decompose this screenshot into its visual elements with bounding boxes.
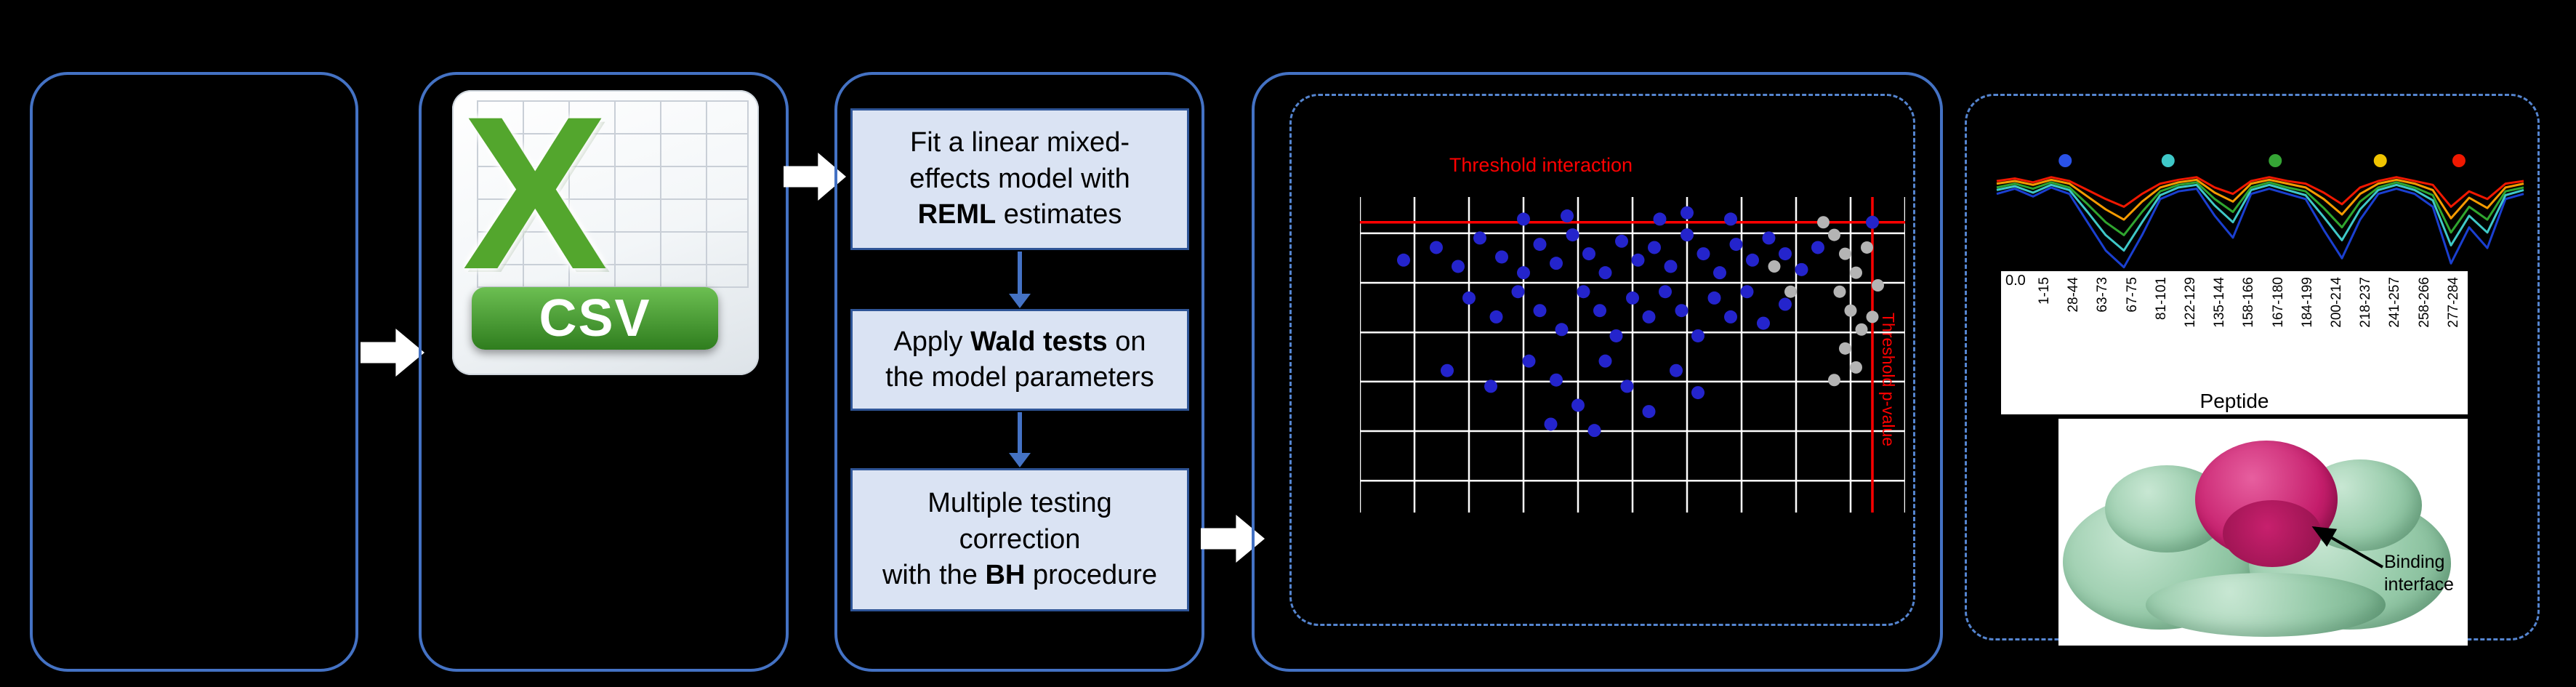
arrow-stem: [1018, 252, 1022, 294]
peptide-tick-labels: 1-15 28-44 63-73 67-75 81-101 122-129 135-144 1…: [2037, 277, 2461, 386]
peptide-tick-label: 241-257: [2387, 277, 2403, 328]
arrow-head: [1009, 294, 1031, 308]
flow-box-text-pre: Apply: [893, 326, 971, 357]
csv-banner: CSV: [472, 287, 718, 350]
peptide-tick-label: 158-166: [2241, 277, 2257, 328]
flow-box-text: Fit a linear mixed- effects model with R…: [909, 125, 1130, 233]
peptide-tick-label: 200-214: [2329, 277, 2345, 328]
flow-box-bh: Multiple testing correction with the BH …: [850, 468, 1189, 611]
peptide-tick-label: 258-266: [2416, 277, 2432, 328]
peptide-tick-label: 167-180: [2270, 277, 2286, 328]
x-axis-label: Peptide: [2199, 390, 2269, 412]
flow-box-text-bold: REML: [917, 199, 997, 230]
arrow-right-1: [361, 329, 424, 377]
uptake-line-chart: [1996, 154, 2524, 269]
flow-arrow-down-2: [1009, 412, 1031, 467]
flow-box-text-bold: BH: [985, 560, 1026, 591]
binding-interface-shade: [2223, 500, 2322, 567]
scatter-title: Threshold interaction: [1449, 154, 1633, 176]
binding-interface-label: Binding interface: [2384, 551, 2454, 597]
csv-page: X CSV: [452, 71, 759, 375]
flow-box-reml: Fit a linear mixed- effects model with R…: [850, 108, 1189, 250]
peptide-tick-label: 218-237: [2358, 277, 2374, 328]
flow-box-text: Apply Wald tests on the model parameters: [885, 324, 1154, 396]
flow-box-text: Multiple testing correction with the BH …: [882, 486, 1157, 593]
peptide-tick-label: 277-284: [2445, 277, 2461, 328]
y-axis-tick: 0.0: [2005, 273, 2026, 289]
peptide-tick-label: 1-15: [2037, 277, 2052, 305]
protein-lobe-bottom: [2146, 573, 2386, 637]
panel-results: [1252, 72, 1943, 672]
spreadsheet-grid: [477, 100, 749, 288]
flow-box-text-bold: Wald tests: [970, 326, 1108, 357]
excel-x-glyph: X: [462, 71, 608, 315]
peptide-tick-label: 135-144: [2212, 277, 2228, 328]
protein-structure-image: Binding interface: [2058, 419, 2468, 646]
flow-box-wald: Apply Wald tests on the model parameters: [850, 309, 1189, 411]
binding-interface-label-line1: Binding: [2384, 552, 2445, 572]
peptide-tick-label: 67-75: [2124, 277, 2140, 313]
arrow-stem: [1018, 412, 1022, 453]
binding-interface-arrow: [2311, 526, 2383, 569]
csv-file-icon: X CSV: [452, 71, 759, 375]
flow-box-text-pre: Fit a linear mixed- effects model with: [909, 127, 1130, 194]
dashed-box-volcano: [1289, 94, 1915, 626]
panel-csv: [419, 72, 789, 672]
peptide-tick-label: 63-73: [2095, 277, 2111, 313]
peptide-tick-label: 122-129: [2183, 277, 2199, 328]
peptide-axis-area: 0.0 1-15 28-44 63-73 67-75 81-101 122-129 135-…: [2001, 271, 2468, 414]
flow-arrow-down-1: [1009, 252, 1031, 308]
flow-box-text-post: estimates: [996, 199, 1122, 230]
scatter-plot: [1360, 197, 1905, 513]
flow-box-text-pre: Multiple testing correction with the: [882, 488, 1112, 591]
flow-box-text-post: on the model parameters: [885, 326, 1154, 393]
arrow-head: [1009, 453, 1031, 467]
binding-interface-label-line2: interface: [2384, 574, 2454, 595]
panel-input: [30, 72, 358, 672]
peptide-tick-label: 184-199: [2299, 277, 2315, 328]
flow-box-text-post: procedure: [1025, 560, 1158, 591]
scatter-side-label: Threshold p-value: [1879, 313, 1898, 447]
peptide-tick-label: 81-101: [2153, 277, 2169, 321]
peptide-tick-label: 28-44: [2066, 277, 2082, 313]
panel-stats-flow: [834, 72, 1204, 672]
